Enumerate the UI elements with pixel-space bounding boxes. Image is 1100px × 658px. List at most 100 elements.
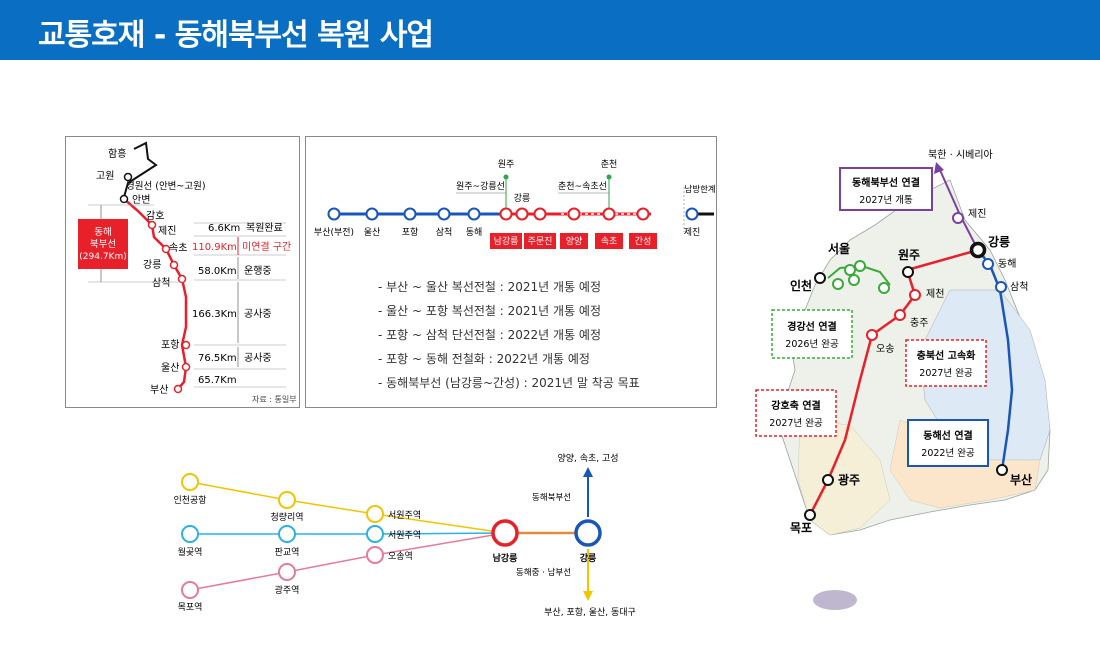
- line-label: 동해북부선: [532, 493, 571, 503]
- station-samcheok-dot: [177, 274, 187, 284]
- city-label: 강릉: [988, 234, 1010, 249]
- line-stations-panel: 부산(부전) 울산 포항 삼척 동해 제진 원주 원주~강릉선 강릉 춘천 춘천…: [305, 136, 724, 408]
- project-notes-list: - 부산 ~ 울산 복선전철 : 2021년 개통 예정 - 울산 ~ 포항 복…: [378, 275, 640, 395]
- callout-sub: 2026년 완공: [785, 339, 839, 350]
- station-goweon-dot: [123, 172, 133, 182]
- station-label: 오송역: [388, 551, 413, 562]
- source-note: 자료 : 통일부: [252, 395, 297, 404]
- station-label: 감호: [146, 210, 164, 222]
- callout-sub: 2027년 완공: [769, 418, 823, 429]
- korea-map: 북한 · 시베리아 제진 강릉 동해 삼척 부산 서울 원주 인천 제천 충주 …: [755, 149, 1051, 610]
- station-dot: [567, 207, 581, 221]
- badge-label: 남강릉: [494, 236, 519, 247]
- city-label: 인천: [790, 278, 812, 293]
- callout-sub: 2027년 완공: [919, 368, 973, 379]
- segment-distance: 65.7Km: [198, 375, 237, 386]
- callout-title: 경강선 연결: [787, 320, 836, 333]
- badge-label: 주문진: [528, 236, 553, 247]
- line-length-label: (294.7Km): [79, 252, 126, 262]
- station-dot: [327, 207, 341, 221]
- city-label: 광주: [838, 472, 860, 487]
- line-stations-diagram: 부산(부전) 울산 포항 삼척 동해 제진 원주 원주~강릉선 강릉 춘천 춘천…: [314, 159, 724, 249]
- segment-distance: 166.3Km: [192, 309, 237, 320]
- station-pohang-dot: [181, 340, 191, 350]
- project-note: - 포항 ~ 삼척 단선전철 : 2022년 개통 예정: [378, 328, 602, 342]
- project-note: - 울산 ~ 포항 복선전철 : 2021년 개통 예정: [378, 304, 602, 318]
- city-label: 충주: [910, 317, 928, 329]
- station-label: 월곶역: [178, 546, 203, 558]
- callout-title: 동해선 연결: [923, 429, 972, 442]
- station-dot: [685, 207, 699, 221]
- station-busan-dot: [173, 384, 183, 394]
- station-label: 울산: [161, 362, 179, 374]
- station-label: 속초: [169, 242, 187, 254]
- top-label: 원주: [498, 159, 515, 170]
- station-dot: [365, 207, 379, 221]
- station-dot: [533, 207, 547, 221]
- line-name-box: [78, 219, 128, 269]
- map-label: 북한 · 시베리아: [928, 149, 993, 161]
- station-label: 고원: [96, 170, 114, 182]
- city-label: 동해: [998, 257, 1016, 270]
- station-dot: [403, 207, 417, 221]
- page-title: 교통호재 - 동해북부선 복원 사업: [38, 18, 434, 53]
- hub-label: 남강릉: [493, 552, 518, 564]
- city-label: 부산: [1010, 472, 1032, 487]
- station-label: 부산(부전): [314, 227, 354, 238]
- city-label: 서울: [828, 241, 850, 256]
- segment-status: 운행중: [244, 265, 272, 277]
- station-label: 강릉: [143, 259, 161, 271]
- station-label: 동해: [466, 227, 483, 238]
- city-label: 삼척: [1010, 281, 1028, 293]
- station-dot: [602, 207, 616, 221]
- city-label: 제진: [968, 208, 986, 220]
- station-label: 삼척: [152, 277, 170, 289]
- city-label: 목포: [790, 521, 812, 535]
- station-label: 경원선 (안변~고원): [126, 180, 206, 192]
- header-bar: 교통호재 - 동해북부선 복원 사업: [0, 0, 1100, 60]
- station-sokcho-dot: [161, 244, 171, 254]
- top-label: 원주~강릉선: [456, 181, 505, 192]
- segment-distance: 110.9Km: [192, 242, 237, 253]
- badge-label: 속초: [601, 236, 618, 247]
- project-note: - 동해북부선 (남강릉~간성) : 2021년 말 착공 목표: [378, 376, 640, 390]
- station-label: 제진: [684, 227, 701, 238]
- top-label: 춘천: [601, 159, 618, 170]
- callout-title: 동해북부선 연결: [852, 176, 920, 189]
- top-label: 강릉: [514, 193, 531, 204]
- station-label: 제진: [158, 225, 176, 237]
- segment-status: 공사중: [244, 308, 272, 320]
- line-name-label: 북부선: [90, 239, 116, 250]
- station-label: 삼척: [436, 227, 453, 238]
- station-anbyeon-dot: [119, 194, 129, 204]
- segment-distance: 76.5Km: [198, 353, 237, 364]
- station-ulsan-dot: [181, 362, 191, 372]
- station-label: 인천공항: [173, 495, 206, 506]
- station-label: 판교역: [275, 547, 300, 558]
- station-label: 울산: [364, 227, 381, 238]
- station-label: 광주역: [275, 584, 300, 596]
- callout-title: 충북선 고속화: [917, 349, 976, 362]
- station-jejin-dot: [147, 220, 157, 230]
- station-label: 함흥: [108, 147, 126, 160]
- station-dot: [515, 207, 529, 221]
- segment-status: 미연결 구간: [242, 241, 291, 253]
- callout-sub: 2027년 개통: [859, 195, 913, 206]
- north-track-black: [123, 141, 158, 198]
- route-distance-panel: 함흥 고원 경원선 (안변~고원) 안변 감호 제진 속초 강릉 삼척 포항 울…: [65, 136, 300, 408]
- station-label: 안변: [132, 194, 150, 206]
- segment-distance: 6.6Km: [208, 223, 240, 234]
- station-label: 목포역: [178, 602, 203, 613]
- station-label: 서원주역: [388, 510, 421, 521]
- top-label: 남방한계선: [684, 184, 716, 195]
- badge-label: 간성: [635, 236, 652, 247]
- line-label: 동해중 · 남부선: [516, 568, 571, 578]
- station-dot: [499, 207, 513, 221]
- station-label: 청량리역: [270, 511, 303, 523]
- direction-label: 양양, 속초, 고성: [557, 453, 618, 464]
- station-label: 포항: [402, 227, 419, 238]
- city-label: 오송: [876, 343, 894, 355]
- callout-sub: 2022년 완공: [921, 448, 975, 459]
- badge-label: 양양: [566, 236, 583, 247]
- direction-label: 부산, 포항, 울산, 동대구: [544, 607, 636, 618]
